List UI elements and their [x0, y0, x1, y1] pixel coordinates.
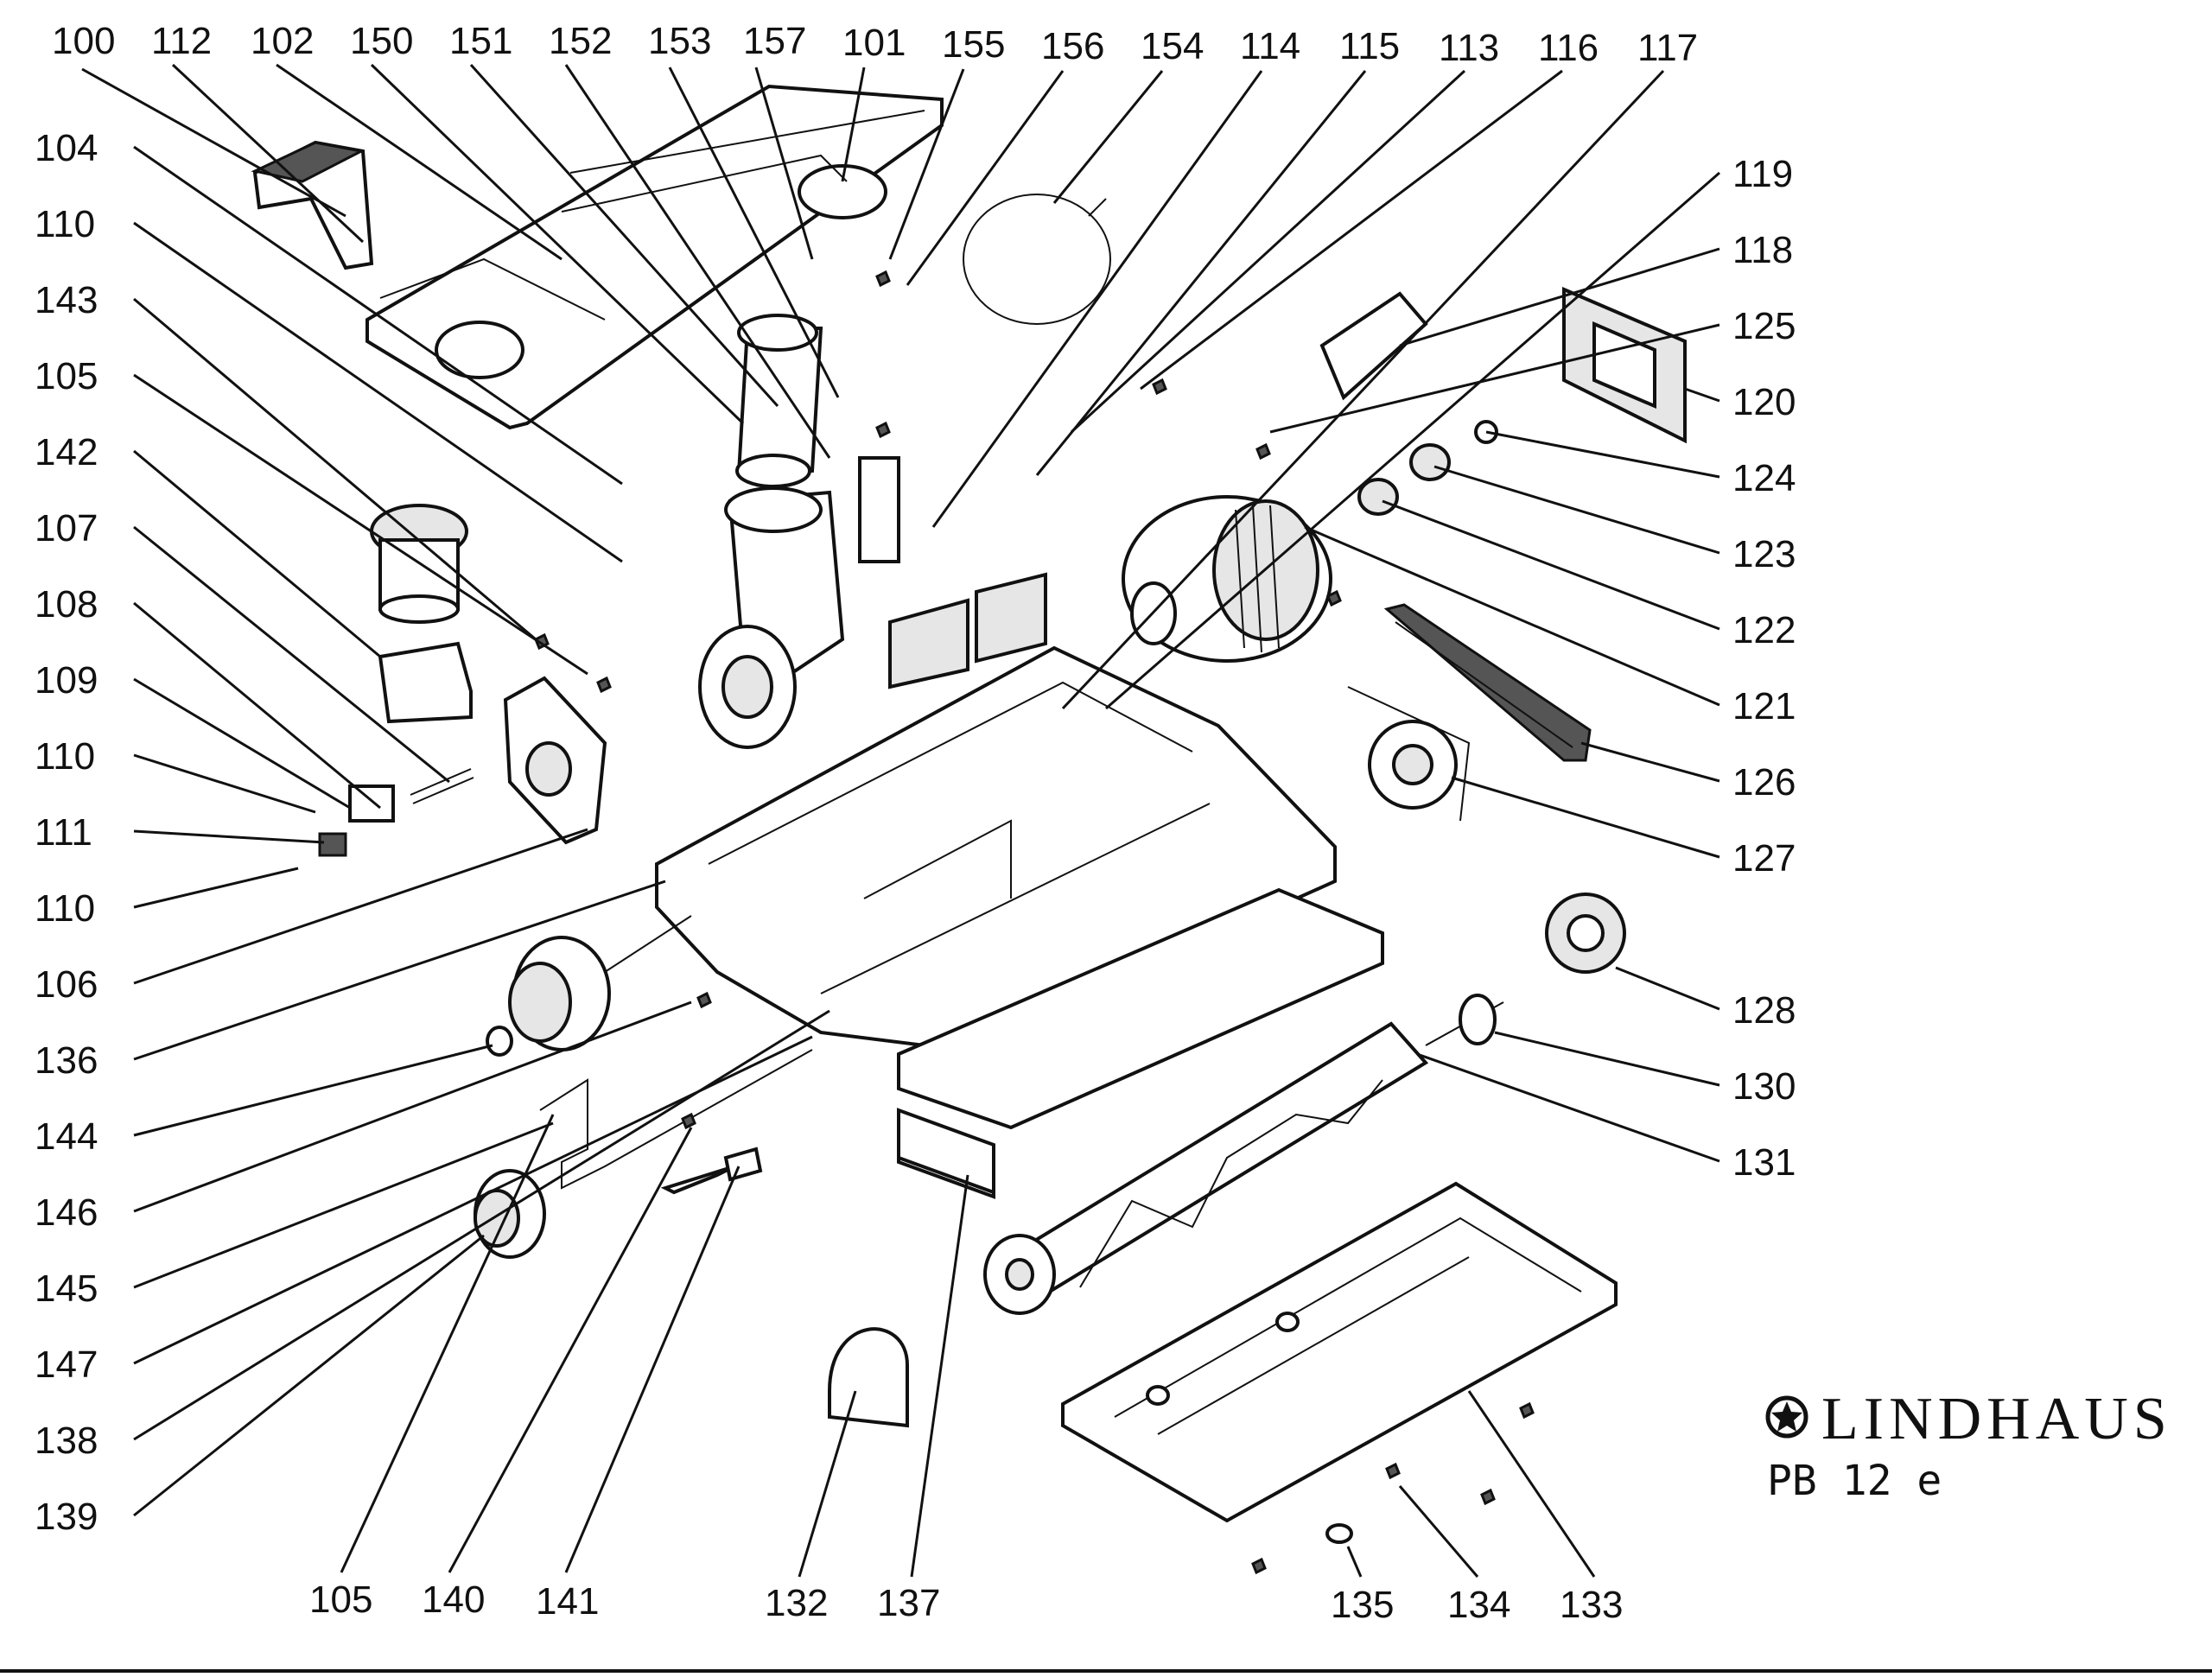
part-label: 105 — [35, 355, 98, 397]
part-label: 124 — [1732, 457, 1796, 499]
part-label: 102 — [251, 20, 314, 62]
part-label: 107 — [35, 507, 98, 549]
part-label: 152 — [549, 20, 612, 62]
part-label: 150 — [350, 20, 413, 62]
part-label: 117 — [1637, 27, 1698, 69]
brush-roll — [983, 994, 1504, 1315]
part-label: 136 — [35, 1039, 98, 1082]
height-knob — [370, 504, 473, 724]
handle-bracket — [251, 140, 374, 270]
bumper-strip — [897, 1108, 995, 1195]
top-cover — [365, 84, 944, 430]
part-label: 141 — [536, 1580, 599, 1623]
part-label: 104 — [35, 127, 98, 169]
part-label: 128 — [1732, 989, 1796, 1032]
part-label: 106 — [35, 963, 98, 1006]
part-label: 114 — [1240, 25, 1300, 67]
part-label: 105 — [309, 1579, 372, 1621]
power-cord — [963, 194, 1111, 325]
part-label: 140 — [422, 1579, 485, 1621]
part-label: 100 — [52, 20, 115, 62]
part-label: 137 — [877, 1582, 940, 1624]
part-label: 143 — [35, 279, 98, 321]
part-label: 142 — [35, 431, 98, 473]
part-label: 119 — [1732, 153, 1793, 195]
part-label: 145 — [35, 1267, 98, 1310]
parts-drawing — [0, 84, 2212, 1673]
brand-block: LINDHAUS PB 12 e — [1765, 1386, 2172, 1505]
part-label: 156 — [1041, 25, 1104, 67]
part-label: 139 — [35, 1496, 98, 1538]
part-label: 155 — [942, 23, 1005, 66]
side-plate — [503, 676, 607, 845]
part-label: 130 — [1732, 1065, 1796, 1108]
part-label: 127 — [1732, 837, 1796, 880]
fan-housing — [1562, 286, 1687, 444]
swivel-housing — [698, 456, 900, 749]
part-label: 133 — [1560, 1584, 1623, 1626]
part-label: 147 — [35, 1344, 98, 1386]
motor — [1122, 495, 1332, 663]
part-label: 157 — [743, 20, 806, 62]
part-label: 110 — [35, 735, 95, 778]
part-label: 144 — [35, 1115, 98, 1158]
part-label: 151 — [449, 20, 512, 62]
part-label: 111 — [35, 811, 92, 854]
part-label: 110 — [35, 887, 95, 930]
part-label: 132 — [765, 1582, 828, 1624]
part-label: 120 — [1732, 381, 1796, 423]
part-label: 108 — [35, 583, 98, 626]
part-label: 113 — [1439, 27, 1499, 69]
belt-pulley — [1347, 686, 1471, 822]
part-label: 131 — [1732, 1141, 1796, 1184]
part-label: 115 — [1339, 25, 1400, 67]
wheel-axle — [539, 915, 813, 1190]
part-label: 123 — [1732, 533, 1796, 575]
left-number-labels: 104 110 143 105 142 107 108 109 110 111 … — [35, 127, 98, 1538]
top-number-labels: 100 112 102 150 151 152 153 157 101 155 … — [52, 20, 1698, 69]
part-label: 122 — [1732, 609, 1796, 651]
wheel-cap — [486, 1026, 513, 1057]
brand-name: LINDHAUS — [1821, 1386, 2172, 1452]
part-label: 146 — [35, 1191, 98, 1234]
swivel-tube — [735, 314, 823, 488]
part-label: 134 — [1447, 1584, 1510, 1626]
part-label: 125 — [1732, 305, 1796, 347]
part-label: 153 — [648, 20, 711, 62]
bottom-plate — [1061, 1181, 1618, 1523]
switch-plate — [1319, 291, 1428, 401]
spring-assembly — [318, 768, 474, 857]
part-label: 138 — [35, 1420, 98, 1462]
gear-set — [1357, 420, 1498, 516]
part-label: 101 — [842, 22, 906, 64]
part-label: 116 — [1538, 27, 1599, 69]
mounting-brackets — [660, 1147, 763, 1195]
part-label: 118 — [1732, 229, 1793, 271]
part-label: 110 — [35, 203, 95, 245]
right-number-labels: 119 118 125 120 124 123 122 121 126 127 … — [1732, 153, 1796, 1184]
rear-wheel — [508, 936, 611, 1051]
large-gear — [1545, 892, 1626, 974]
model-name: PB 12 e — [1767, 1457, 1942, 1505]
cover-flap — [828, 1327, 909, 1428]
brand-logo-icon — [1765, 1395, 1808, 1439]
part-label: 109 — [35, 659, 98, 702]
front-wheel — [474, 1169, 546, 1259]
part-label: 121 — [1732, 685, 1796, 727]
part-label: 154 — [1141, 25, 1204, 67]
bottom-number-labels: 105 140 141 132 137 135 134 133 — [309, 1579, 1623, 1626]
part-label: 126 — [1732, 761, 1796, 804]
part-label: 112 — [151, 20, 212, 62]
part-label: 135 — [1331, 1584, 1394, 1626]
leader-lines — [81, 63, 1720, 1578]
